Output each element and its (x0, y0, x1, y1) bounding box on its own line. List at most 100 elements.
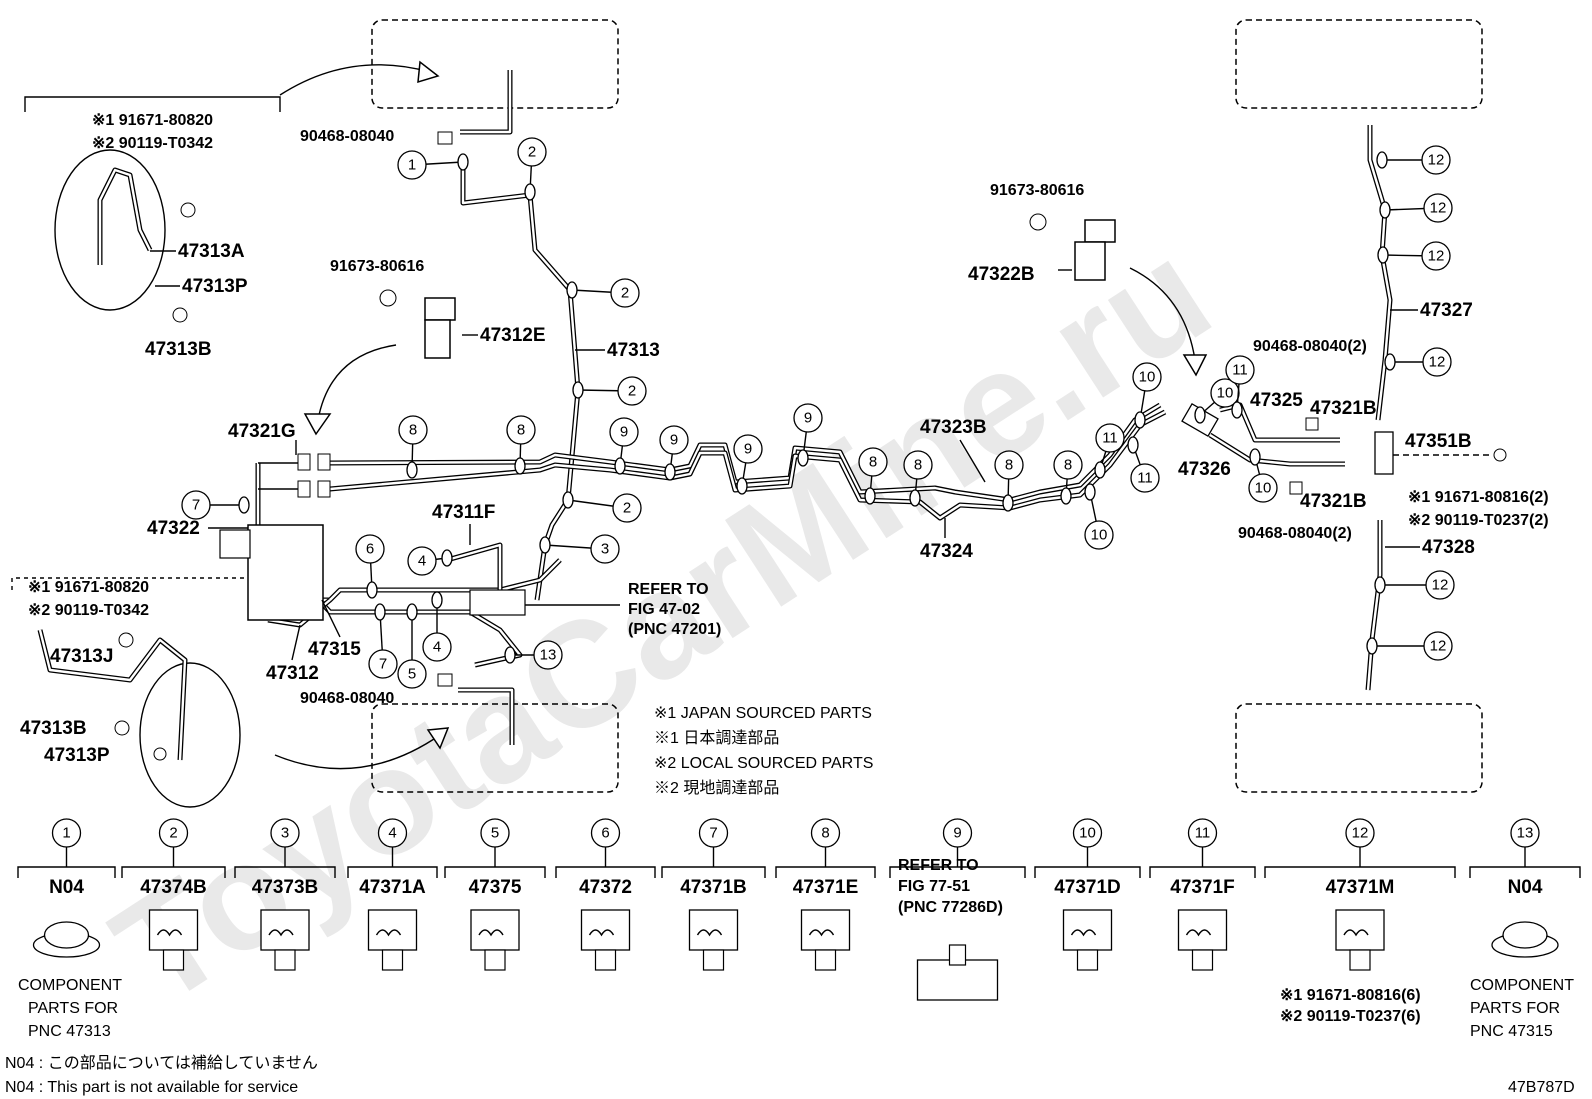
source-notes: ※1 JAPAN SOURCED PARTS ※1 日本調達部品 ※2 LOCA… (654, 705, 873, 797)
legend-number: 10 (1079, 825, 1096, 842)
tube-stub-top (460, 70, 513, 135)
clip-callout-number: 11 (1102, 430, 1118, 447)
label-47327: 47327 (1420, 300, 1473, 321)
legend-number: 1 (62, 825, 70, 842)
ref-box-top-right (1235, 19, 1483, 109)
clip-callout-12: 12 (1377, 241, 1451, 271)
clip-callout-number: 1 (408, 157, 416, 174)
label-47313J: 47313J (50, 646, 113, 667)
clip-callout-number: 9 (620, 424, 628, 441)
label-90468-bottom: 90468-08040 (300, 690, 394, 707)
legend-1-comp-line1: COMPONENT (18, 977, 122, 994)
legend-9-ref-line2: FIG 77-51 (898, 878, 970, 895)
part-labels: 90468-08040 ※1 91671-80820 ※2 90119-T034… (20, 112, 1549, 766)
group-bracket-top-left (24, 96, 281, 112)
clip-callout-number: 12 (1432, 577, 1449, 594)
legend-number: 13 (1517, 825, 1534, 842)
clip-callout-number: 10 (1139, 369, 1156, 386)
clip-callout-4: 4 (422, 591, 452, 662)
bracket-47322B (1029, 213, 1116, 281)
legend-number: 11 (1195, 825, 1211, 842)
legend-1-comp-line2: PARTS FOR (28, 1000, 118, 1017)
clip-callout-11: 11 (1094, 423, 1125, 479)
legend-number: 3 (281, 825, 289, 842)
legend-12-screw-b: ※2 90119-T0237(6) (1280, 1008, 1421, 1025)
hose-47313A (54, 149, 166, 311)
refer-main-line1: REFER TO (628, 581, 709, 598)
ref-box-bottom-left (371, 703, 619, 793)
clip-callout-number: 2 (621, 285, 629, 302)
label-47313A: 47313A (178, 241, 245, 262)
legend-part-number: REFER TO (898, 857, 979, 874)
clip-callout-number: 9 (744, 441, 752, 458)
label-47323B: 47323B (920, 417, 987, 438)
ref-box-top-left (371, 19, 619, 109)
clip-callout-number: 8 (869, 454, 877, 471)
legend-number: 5 (491, 825, 499, 842)
label-47313P-a: 47313P (182, 276, 248, 297)
clip-callout-number: 12 (1430, 638, 1447, 655)
legend-part-number: 47371M (1326, 877, 1395, 898)
clip-callout-9: 9 (733, 434, 763, 495)
clip-callout-number: 10 (1217, 385, 1234, 402)
clip-callout-number: 12 (1428, 248, 1445, 265)
label-47322B: 47322B (968, 264, 1035, 285)
refer-main-line2: FIG 47-02 (628, 601, 700, 618)
legend-13-comp-line1: COMPONENT (1470, 977, 1574, 994)
legend-part-number: 47371F (1170, 877, 1234, 898)
legend-number: 7 (709, 825, 717, 842)
clip-callout-10: 10 (1248, 448, 1278, 503)
clip-callout-1: 1 (397, 150, 469, 180)
clip-callout-number: 2 (623, 500, 631, 517)
note-local-jp: ※2 現地調達部品 (654, 779, 779, 797)
clip-callout-number: 7 (192, 497, 200, 514)
clip-callout-number: 11 (1137, 470, 1153, 487)
legend-9-ref-line3: (PNC 77286D) (898, 899, 1003, 916)
clip-callout-number: 8 (914, 457, 922, 474)
label-47321B-top: 47321B (1310, 398, 1377, 419)
clip-callout-9: 9 (793, 403, 823, 467)
tube-stub-bottom (458, 687, 515, 745)
legend-13-comp-line2: PARTS FOR (1470, 1000, 1560, 1017)
bracket-47312E (379, 289, 478, 359)
label-47313B-a: 47313B (145, 339, 212, 360)
clip-callout-number: 6 (366, 541, 374, 558)
clip-callout-number: 13 (540, 647, 557, 664)
arrow-right (1129, 267, 1208, 377)
legend-part-number: 47371A (359, 877, 426, 898)
tube-47327 (1367, 125, 1393, 421)
label-47326: 47326 (1178, 459, 1231, 480)
clip-callout-8: 8 (398, 415, 428, 479)
label-47351B: 47351B (1405, 431, 1472, 452)
legend-part-number: 47371D (1054, 877, 1121, 898)
clip-callout-4: 4 (407, 546, 453, 576)
arrow-left-bracket (303, 344, 397, 436)
note-local-en: ※2 LOCAL SOURCED PARTS (654, 755, 873, 772)
clip-callout-number: 8 (517, 422, 525, 439)
legend-number: 9 (953, 825, 961, 842)
label-47312E: 47312E (480, 325, 546, 346)
clip-callout-11: 11 (1127, 436, 1160, 493)
clip-callout-11: 11 (1225, 355, 1255, 419)
footer-n04-jp: N04 : この部品については補給していません (5, 1054, 318, 1072)
clip-callout-number: 8 (1005, 457, 1013, 474)
clip-callout-7: 7 (368, 603, 398, 679)
legend-item-11: 11 47371F (1149, 818, 1256, 971)
clip-callout-8: 8 (506, 415, 536, 475)
clip-callout-number: 4 (433, 639, 441, 656)
clip-callout-3: 3 (539, 534, 620, 564)
clip-callout-13: 13 (504, 640, 563, 670)
label-90468-top: 90468-08040 (300, 128, 394, 145)
clip-callout-12: 12 (1376, 145, 1451, 175)
clip-callout-8: 8 (858, 447, 888, 505)
clip-callout-9: 9 (609, 417, 639, 475)
footer-n04-en: N04 : This part is not available for ser… (5, 1079, 298, 1096)
label-47311F: 47311F (432, 502, 495, 523)
hose-47313J (37, 629, 241, 808)
clip-callout-number: 9 (670, 432, 678, 449)
